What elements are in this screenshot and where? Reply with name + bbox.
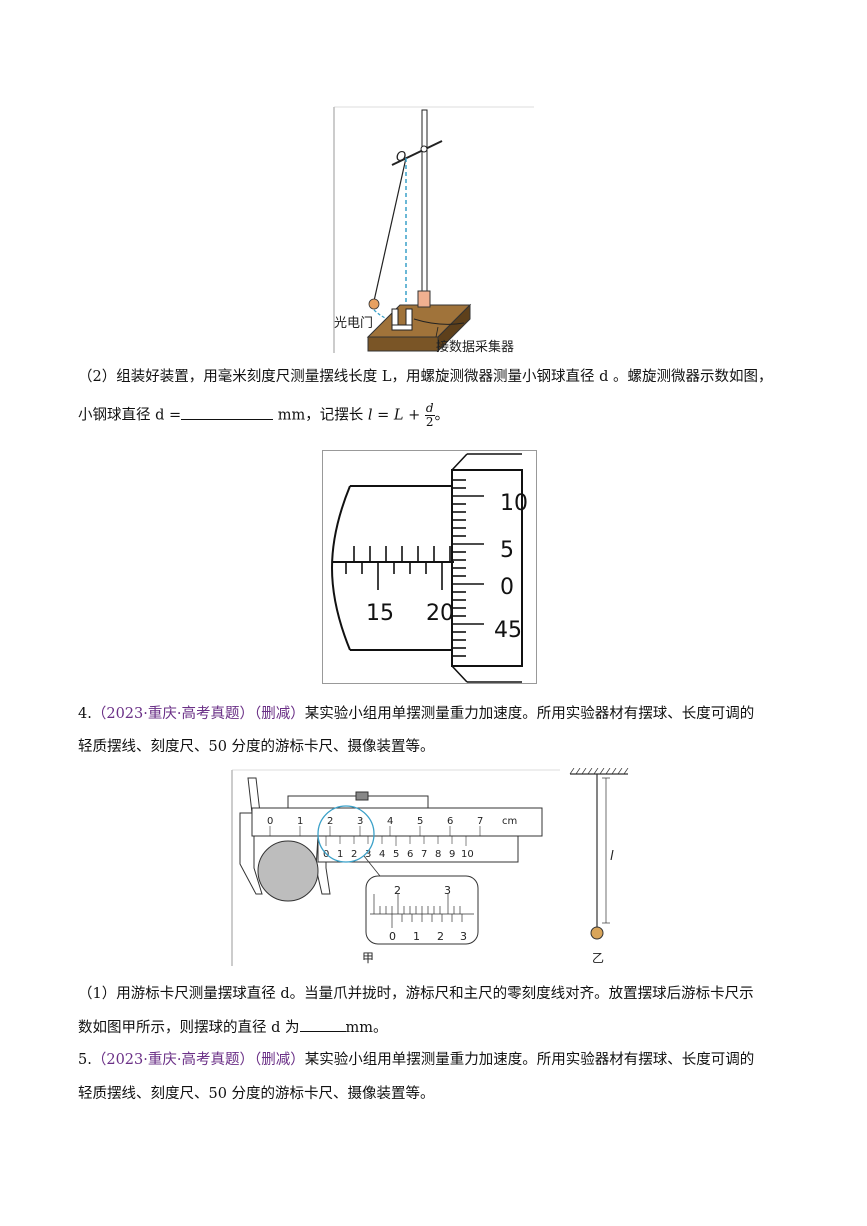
q3-part2-line1: （2）组装好装置，用毫米刻度尺测量摆线长度 L，用螺旋测微器测量小钢球直径 d … [78,369,773,385]
zoom-main-label-3: 3 [444,884,451,897]
data-collector-label: 接数据采集器 [436,339,514,355]
thimble-label-5: 5 [500,538,514,563]
answer-blank-d[interactable] [181,405,274,420]
q5-line1: 5.（2023·重庆·高考真题）（删减）某实验小组用单摆测量重力加速度。所用实验… [78,1050,798,1070]
pendulum-bob [590,926,604,940]
period: 。 [434,407,450,424]
main-label-5: 5 [417,816,423,827]
vernier-label-6: 6 [407,849,413,860]
thimble-label-0: 0 [500,575,514,600]
unit-text: mm，记摆长 [277,407,364,424]
thimble-label-45: 45 [494,618,522,643]
q5-source: （2023·重庆·高考真题）（删减） [91,1052,305,1068]
photogate-label: 光电门 [334,316,373,331]
vernier-label-8: 8 [435,849,441,860]
q4-number: 4. [78,706,92,722]
diameter-prefix: 小钢球直径 d = [78,407,182,424]
figure-label-yi: 乙 [592,951,604,965]
caliper-pendulum-figure: 0 1 2 3 4 5 6 7 cm 0 1 2 3 4 5 6 7 8 9 1… [231,768,629,966]
pendulum-apparatus-figure: O 光电门 接数据采集器 [333,106,534,355]
main-label-6: 6 [447,816,453,827]
main-label-0: 0 [267,816,273,827]
main-label-cm: cm [502,816,517,827]
q4-source: （2023·重庆·高考真题）（删减） [91,706,305,722]
vernier-label-7: 7 [421,849,427,860]
main-label-2: 2 [327,816,333,827]
formula-lhs: l = L + [367,407,421,424]
main-label-3: 3 [357,816,363,827]
micrometer-figure: 15 20 10 5 0 45 [322,450,537,684]
q5-line2: 轻质摆线、刻度尺、50 分度的游标卡尺、摄像装置等。 [78,1086,435,1102]
q5-text: 某实验小组用单摆测量重力加速度。所用实验器材有摆球、长度可调的 [304,1052,755,1068]
zoom-vernier-label-1: 1 [413,930,420,943]
pivot-label: O [396,150,406,165]
zoom-vernier-label-3: 3 [460,930,467,943]
vernier-label-9: 9 [449,849,455,860]
q4-part1-prefix: 数如图甲所示，则摆球的直径 d 为 [78,1020,300,1036]
zoom-main-label-2: 2 [394,884,401,897]
figure-label-jia: 甲 [362,951,374,965]
q4-part1-unit: mm。 [345,1020,388,1036]
sleeve-label-15: 15 [366,601,394,626]
sleeve-label-20: 20 [426,601,454,626]
vernier-label-2: 2 [351,849,357,860]
length-label-l: l [610,849,614,864]
q4-part1-line2: 数如图甲所示，则摆球的直径 d 为 mm。 [78,1017,798,1038]
answer-blank-ball-diameter[interactable] [299,1017,346,1032]
vernier-label-3: 3 [365,849,371,860]
main-label-7: 7 [477,816,483,827]
q4-part1-line1: （1）用游标卡尺测量摆球直径 d。当量爪并拢时，游标尺和主尺的零刻度线对齐。放置… [78,986,754,1002]
q5-number: 5. [78,1052,92,1068]
q4-line1: 4.（2023·重庆·高考真题）（删减）某实验小组用单摆测量重力加速度。所用实验… [78,704,798,724]
pendulum-ball [368,298,380,310]
q4-text: 某实验小组用单摆测量重力加速度。所用实验器材有摆球、长度可调的 [304,706,755,722]
q4-line2: 轻质摆线、刻度尺、50 分度的游标卡尺、摄像装置等。 [78,739,435,755]
zoom-vernier-label-0: 0 [389,930,396,943]
vernier-label-4: 4 [379,849,385,860]
main-label-4: 4 [387,816,393,827]
vernier-label-5: 5 [393,849,399,860]
zoom-vernier-label-2: 2 [437,930,444,943]
vernier-label-1: 1 [337,849,343,860]
vernier-label-10: 10 [461,849,474,860]
thimble-label-10: 10 [500,491,528,516]
main-label-1: 1 [297,816,303,827]
